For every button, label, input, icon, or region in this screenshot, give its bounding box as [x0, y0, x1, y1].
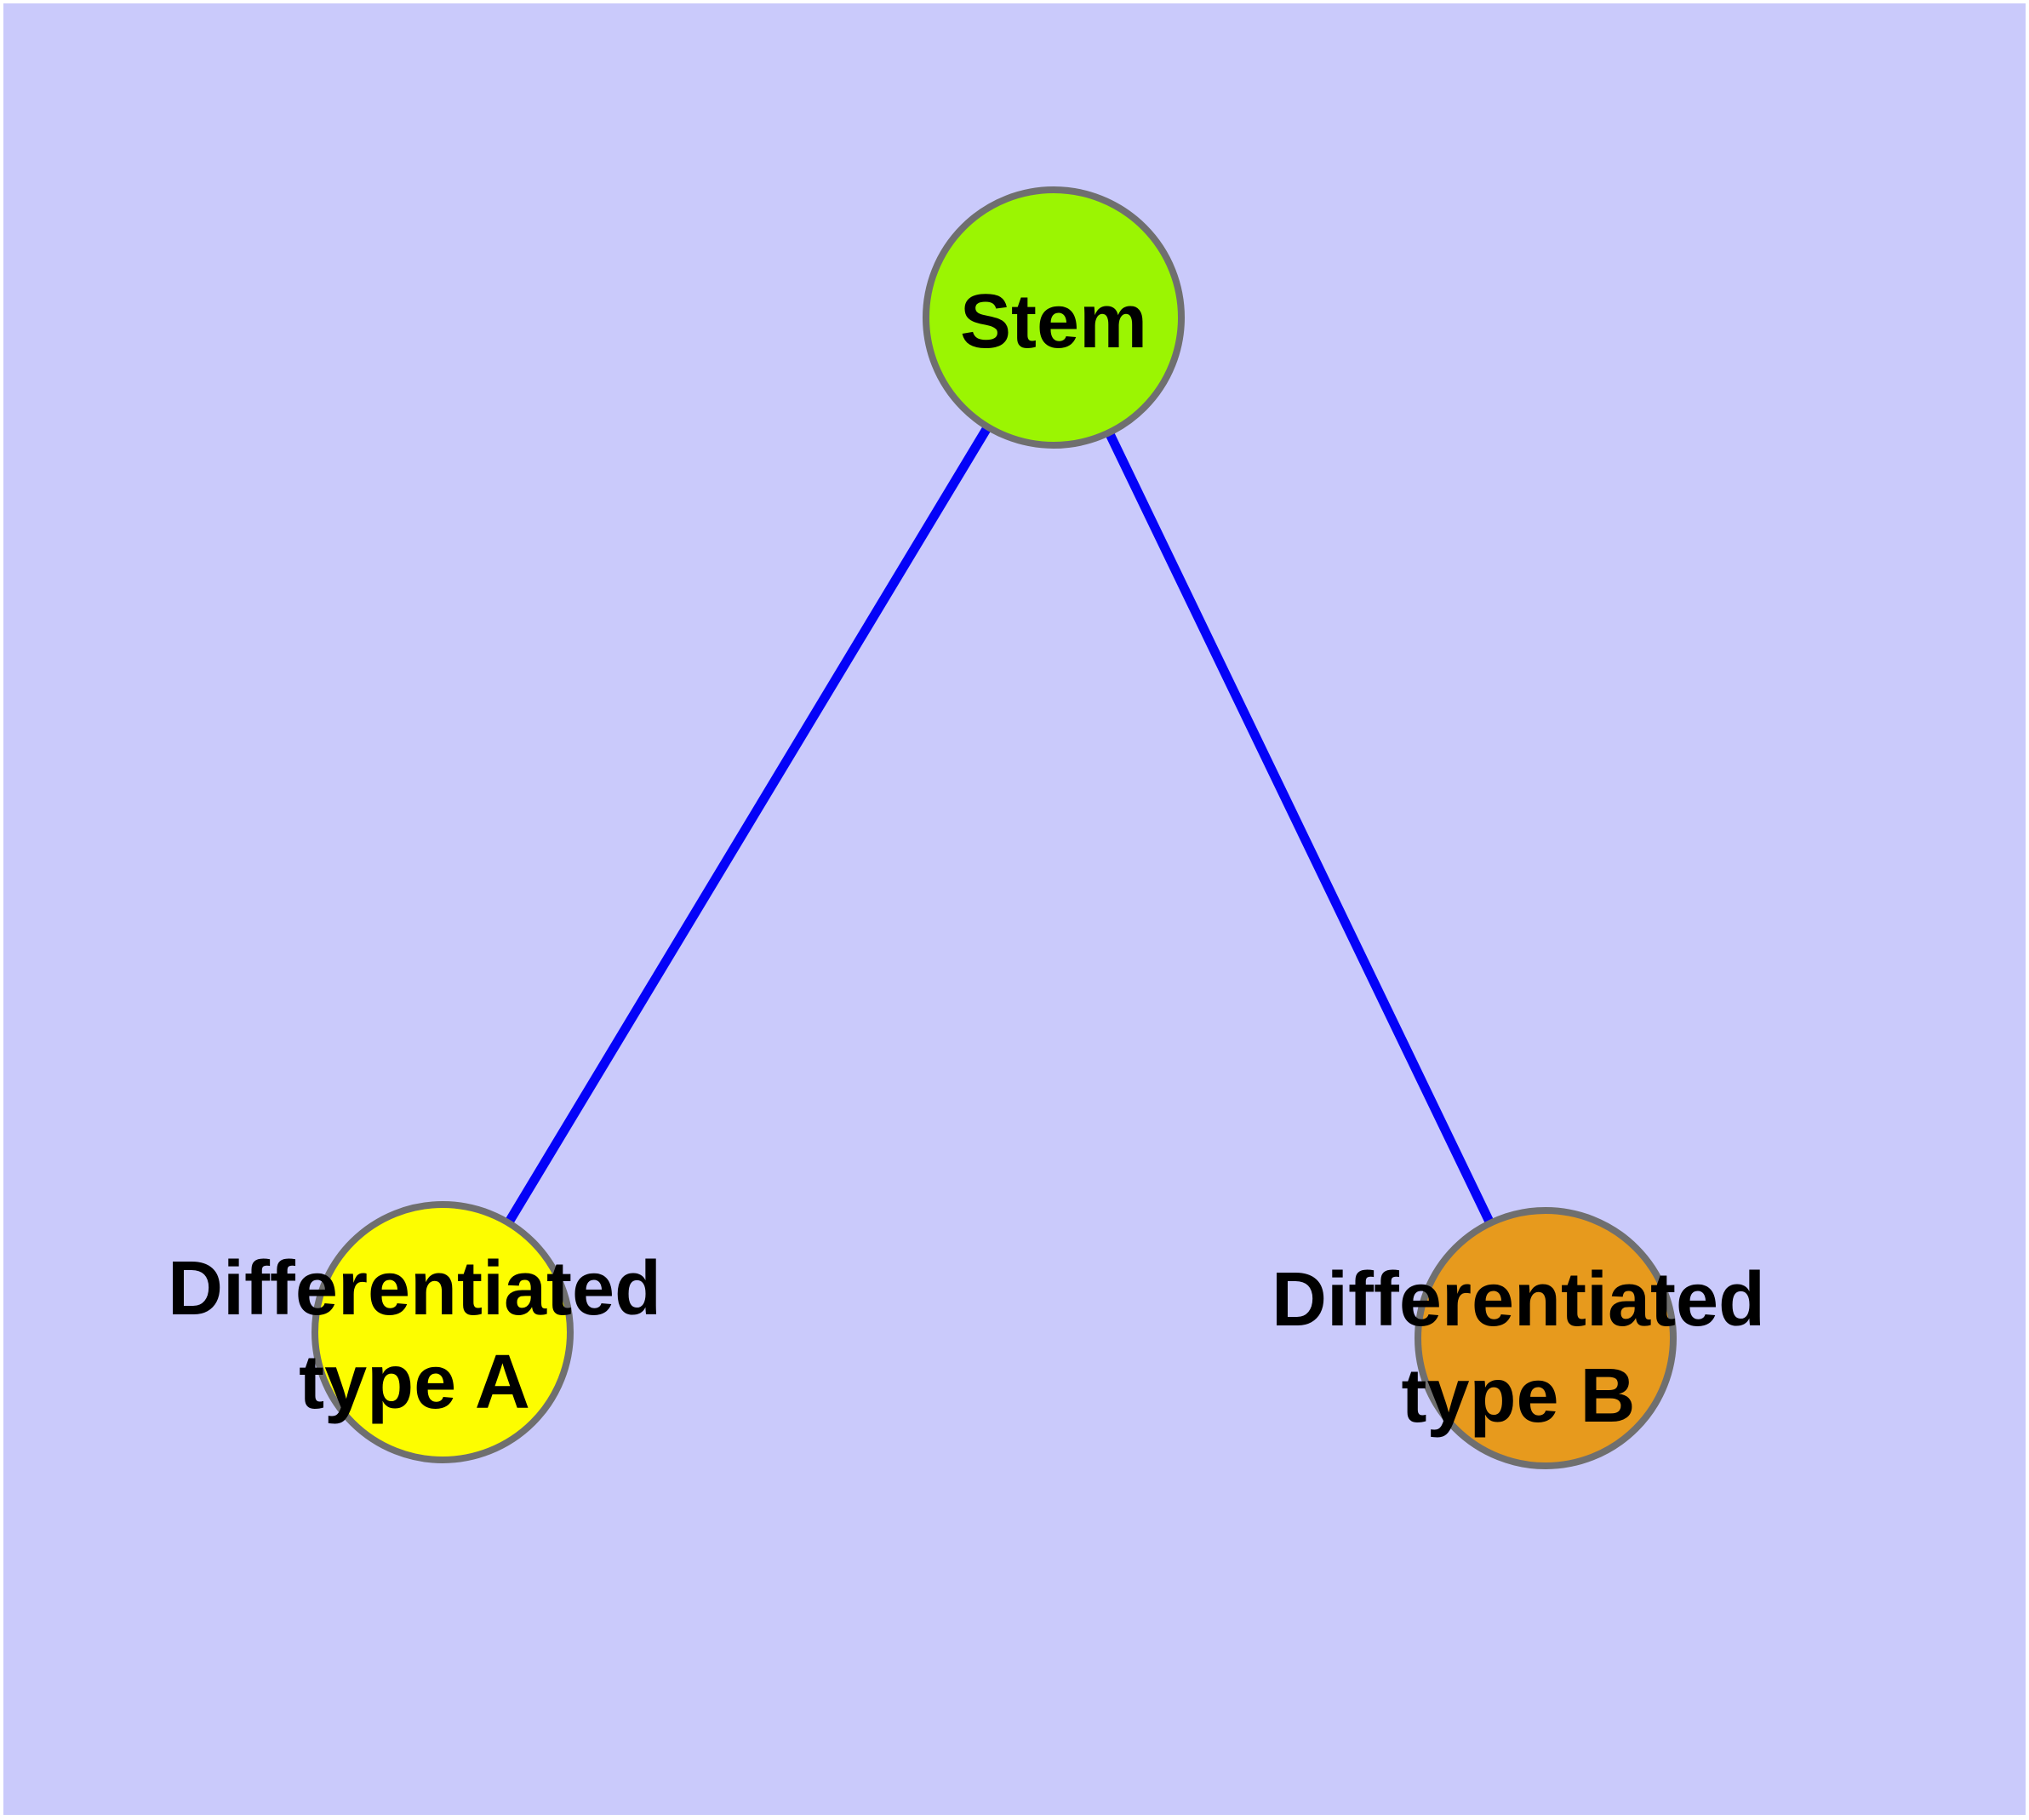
- node-type-a-label-line2: type A: [299, 1340, 530, 1425]
- node-stem-circle: [923, 186, 1185, 449]
- node-differentiated-type-a: Differentiated type A: [168, 1201, 661, 1463]
- node-type-a-label-line1: Differentiated: [168, 1246, 661, 1331]
- edge-stem-to-type-b: [1049, 315, 1550, 1341]
- node-type-b-label-line1: Differentiated: [1272, 1257, 1765, 1342]
- edge-stem-to-type-a: [438, 315, 1058, 1335]
- node-type-b-circle: [1415, 1207, 1677, 1469]
- edge-group: [438, 315, 1550, 1341]
- node-differentiated-type-b: Differentiated type B: [1272, 1207, 1765, 1469]
- node-stem-label: Stem: [960, 279, 1147, 364]
- node-type-a-circle: [311, 1201, 574, 1463]
- node-type-b-label-line2: type B: [1401, 1354, 1635, 1439]
- node-stem: Stem: [923, 186, 1185, 449]
